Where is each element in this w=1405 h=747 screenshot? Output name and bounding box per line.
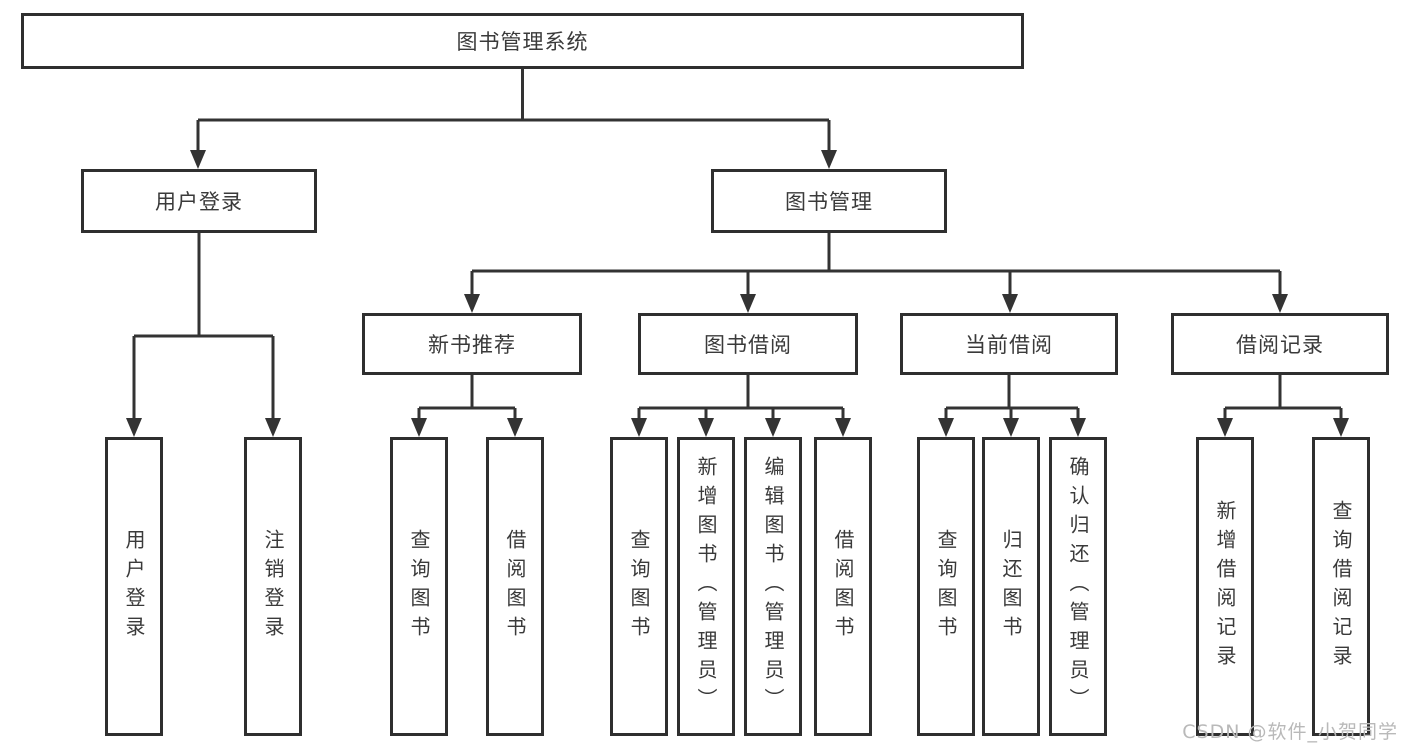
- arrowhead: [698, 418, 714, 437]
- leaf-borrow-books: 借阅图书: [814, 437, 872, 736]
- node-book-borrow: 图书借阅: [638, 313, 858, 375]
- node-current-borrow: 当前借阅: [900, 313, 1118, 375]
- arrowhead: [464, 294, 480, 313]
- arrowhead: [1070, 418, 1086, 437]
- book-borrow-branch-line: [637, 375, 845, 421]
- node-new-book-recommend: 新书推荐: [362, 313, 582, 375]
- arrowhead: [1003, 418, 1019, 437]
- leaf-edit-books-admin: 编辑图书（管理员）: [744, 437, 802, 736]
- arrowhead: [507, 418, 523, 437]
- leaf-borrow-books-recommend: 借阅图书: [486, 437, 544, 736]
- arrowhead: [1002, 294, 1018, 313]
- arrowhead: [835, 418, 851, 437]
- arrowhead: [938, 418, 954, 437]
- arrowhead: [1333, 418, 1349, 437]
- leaf-confirm-return-admin: 确认归还（管理员）: [1049, 437, 1107, 736]
- node-borrow-records: 借阅记录: [1171, 313, 1389, 375]
- arrowhead: [1272, 294, 1288, 313]
- arrowhead: [126, 418, 142, 437]
- node-user-login: 用户登录: [81, 169, 317, 233]
- borrow-record-branch-line: [1223, 375, 1343, 421]
- leaf-logout: 注销登录: [244, 437, 302, 736]
- leaf-query-borrow-record: 查询借阅记录: [1312, 437, 1370, 736]
- leaf-return-books: 归还图书: [982, 437, 1040, 736]
- level2-branch-line: [196, 118, 831, 151]
- current-borrow-branch-line: [944, 375, 1080, 421]
- arrowhead: [821, 150, 837, 169]
- leaf-add-borrow-record: 新增借阅记录: [1196, 437, 1254, 736]
- arrowhead: [411, 418, 427, 437]
- leaf-user-login: 用户登录: [105, 437, 163, 736]
- arrowhead: [740, 294, 756, 313]
- arrowhead: [765, 418, 781, 437]
- arrowheads: [126, 150, 1349, 437]
- leaf-add-books-admin: 新增图书（管理员）: [677, 437, 735, 736]
- book-mgmt-branch-line: [470, 233, 1282, 296]
- leaf-query-books-recommend: 查询图书: [390, 437, 448, 736]
- csdn-watermark: CSDN @软件_小贺同学: [1182, 721, 1398, 743]
- arrowhead: [1217, 418, 1233, 437]
- leaf-query-books-current: 查询图书: [917, 437, 975, 736]
- arrowhead: [265, 418, 281, 437]
- node-book-management: 图书管理: [711, 169, 947, 233]
- node-library-system: 图书管理系统: [21, 13, 1024, 69]
- arrowhead: [190, 150, 206, 169]
- new-book-branch-line: [417, 375, 517, 421]
- leaf-query-books-borrow: 查询图书: [610, 437, 668, 736]
- user-login-branch-line: [132, 233, 275, 420]
- arrowhead: [631, 418, 647, 437]
